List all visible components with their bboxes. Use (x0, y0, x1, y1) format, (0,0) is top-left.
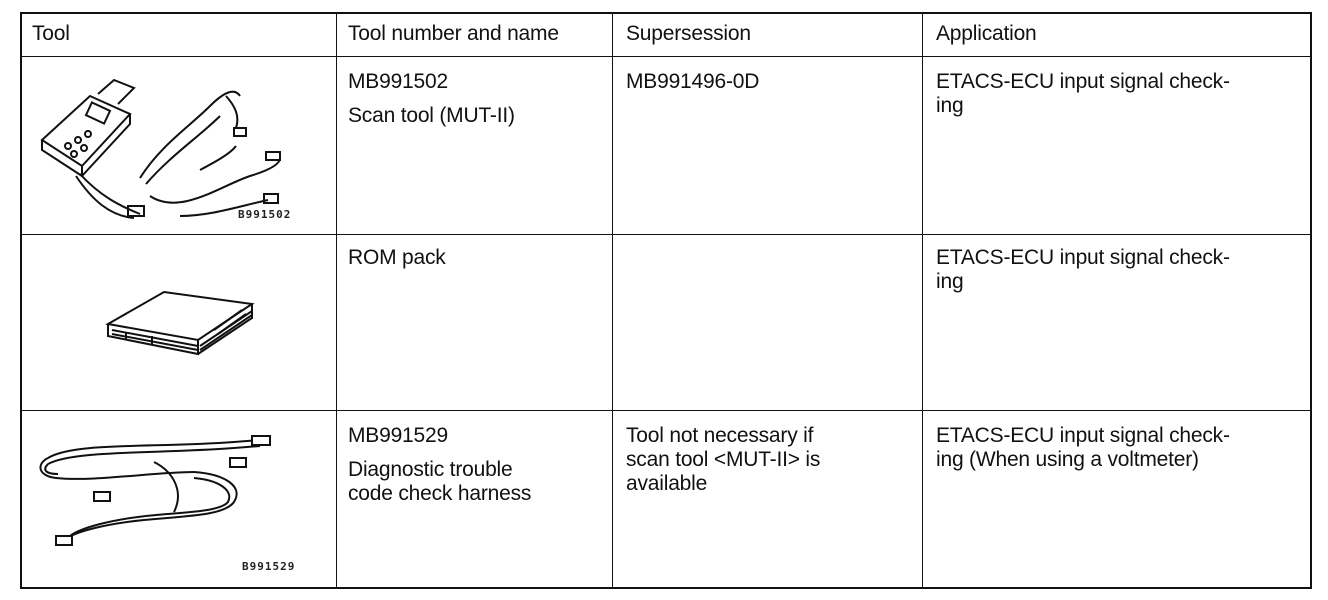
row-divider (22, 234, 1310, 235)
column-divider (922, 14, 923, 587)
header-application: Application (936, 22, 1037, 45)
header-tool: Tool (32, 22, 70, 45)
application-line: ETACS-ECU input signal check- (936, 70, 1230, 93)
application-cell: ETACS-ECU input signal check- ing (When … (936, 424, 1306, 472)
header-tool-number-name: Tool number and name (348, 22, 559, 45)
tool-name: Scan tool (MUT-II) (348, 104, 515, 127)
scan-tool-illustration (40, 78, 281, 219)
application-line: ing (936, 270, 964, 293)
tool-number: MB991502 (348, 70, 448, 93)
tool-number-name-cell: MB991529 Diagnostic trouble code check h… (348, 424, 608, 506)
application-line: ETACS-ECU input signal check- (936, 246, 1230, 269)
application-cell: ETACS-ECU input signal check- ing (936, 246, 1306, 294)
rom-pack-illustration (105, 290, 255, 356)
image-code: B991529 (242, 560, 296, 573)
tool-name-line: code check harness (348, 482, 532, 505)
row-divider (22, 56, 1310, 57)
supersession-line: Tool not necessary if (626, 424, 814, 447)
tool-name-line: Diagnostic trouble (348, 458, 513, 481)
supersession-cell: MB991496-0D (626, 70, 760, 93)
application-line: ETACS-ECU input signal check- (936, 424, 1230, 447)
application-line: ing (When using a voltmeter) (936, 448, 1199, 471)
tool-number: MB991529 (348, 424, 448, 447)
supersession-line: available (626, 472, 708, 495)
check-harness-illustration (39, 435, 271, 546)
column-divider (612, 14, 613, 587)
supersession-line: scan tool <MUT-II> is (626, 448, 821, 471)
supersession-cell: Tool not necessary if scan tool <MUT-II>… (626, 424, 916, 496)
application-cell: ETACS-ECU input signal check- ing (936, 70, 1306, 118)
tool-number: ROM pack (348, 246, 446, 269)
row-divider (22, 410, 1310, 411)
special-tools-table: Tool Tool number and name Supersession A… (20, 12, 1312, 589)
column-divider (336, 14, 337, 587)
application-line: ing (936, 94, 964, 117)
header-supersession: Supersession (626, 22, 751, 45)
image-code: B991502 (238, 208, 292, 221)
tool-number-name-cell: MB991502 Scan tool (MUT-II) (348, 70, 608, 128)
